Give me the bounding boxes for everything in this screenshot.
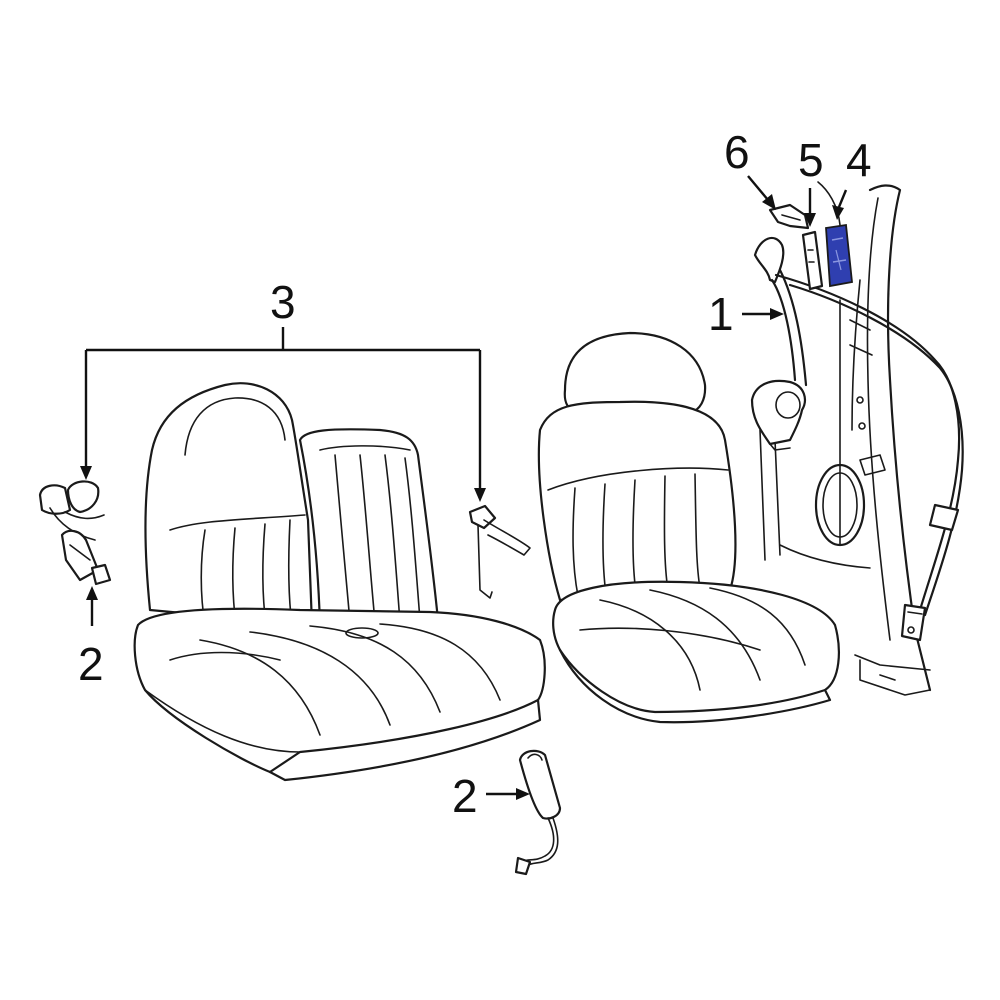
guide-bracket — [768, 203, 810, 230]
callout-label-1: 1 — [708, 288, 734, 340]
callout-label-6: 6 — [724, 126, 750, 178]
bench-seat — [133, 382, 546, 782]
callout-label-2-bottom: 2 — [452, 770, 478, 822]
lap-belt-bracket-group — [80, 327, 531, 599]
callout-arrows — [86, 175, 848, 800]
buckle-with-harness — [514, 749, 562, 876]
buckle-assembly-left — [38, 480, 112, 586]
bucket-seat — [537, 331, 840, 724]
callout-label-3: 3 — [270, 276, 296, 328]
callout-label-2-left: 2 — [78, 638, 104, 690]
callout-label-4: 4 — [846, 134, 872, 186]
b-pillar-panel — [759, 184, 932, 696]
shoulder-belt-retractor — [750, 236, 964, 642]
callout-label-5: 5 — [798, 134, 824, 186]
anchor-cover-highlighted — [817, 181, 853, 288]
cover-trim — [801, 230, 824, 291]
